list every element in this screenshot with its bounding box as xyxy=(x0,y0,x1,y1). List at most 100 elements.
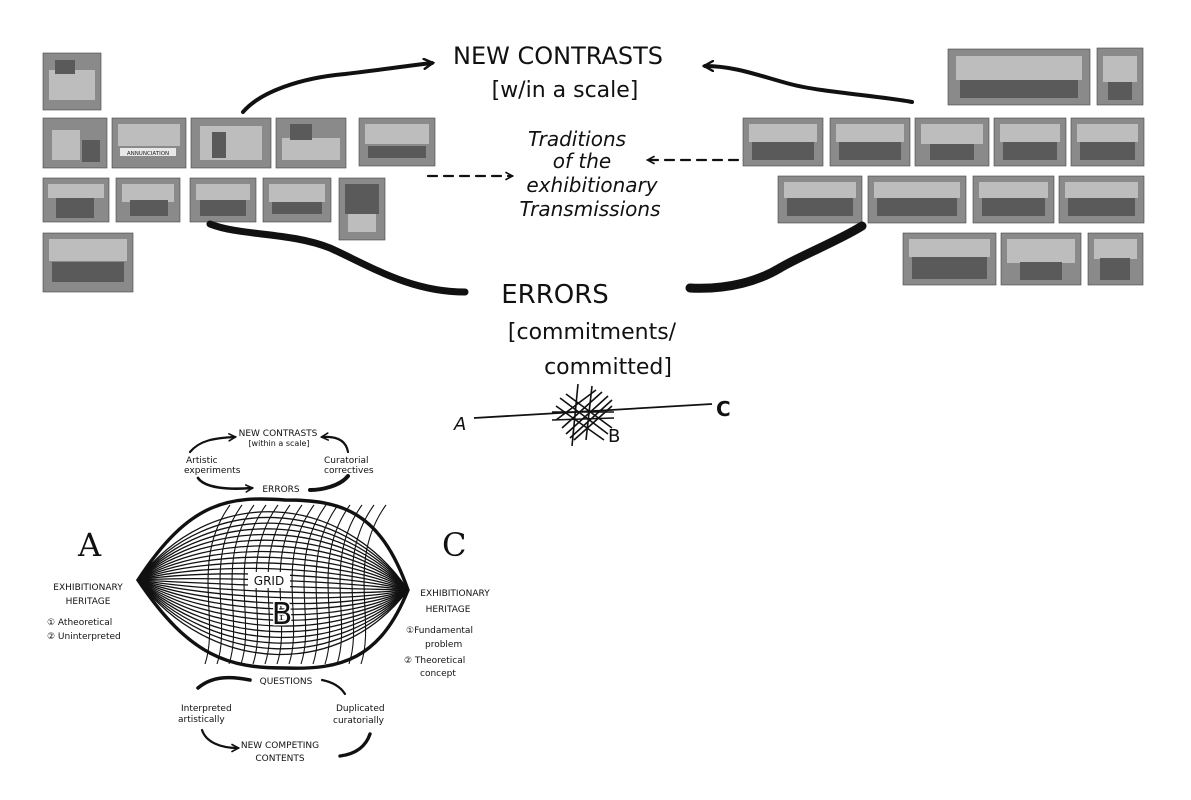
right-photo-cluster xyxy=(742,47,1145,286)
right-heritage-line-1: EXHIBITIONARY xyxy=(420,589,490,599)
left-item-1: ① Atheoretical xyxy=(47,618,112,628)
annunciation-banner: ANNUNCIATION xyxy=(127,151,169,157)
photo-stone-wall xyxy=(190,117,272,169)
lens-cross-strand xyxy=(204,504,231,665)
bottom-arrow-errors-right xyxy=(308,474,350,492)
lens-cross-strand xyxy=(264,504,291,665)
lens-strand xyxy=(137,579,409,633)
lens-cross-strand xyxy=(312,504,339,665)
photo-women-group-2 xyxy=(829,117,911,167)
letter-b: B xyxy=(272,597,293,632)
photo-women-group-4 xyxy=(1070,117,1145,167)
lens-cross-strand xyxy=(336,504,363,665)
right-heritage-line-2: HERITAGE xyxy=(426,605,471,615)
arrow-left-to-errors xyxy=(206,220,469,296)
lens-strand xyxy=(137,567,409,591)
traditions-block: Traditions of the exhibitionary Transmis… xyxy=(519,127,660,221)
photo-float-street xyxy=(115,177,181,223)
photo-women-group-1 xyxy=(742,117,824,167)
bottom-errors: ERRORS xyxy=(262,485,300,495)
lens-cross-strand xyxy=(252,504,279,665)
axis-label-c: C xyxy=(716,397,731,421)
photo-house xyxy=(42,117,108,169)
lens-cross-strand xyxy=(360,504,387,665)
axis-label-a: A xyxy=(453,414,466,435)
lens-strand xyxy=(137,556,409,591)
competing-line-1: NEW COMPETING xyxy=(241,741,319,751)
photo-carnival-float xyxy=(42,232,134,293)
photo-crowd-2 xyxy=(867,175,967,224)
bottom-arrow-top-right xyxy=(322,437,350,454)
lens-strand xyxy=(137,579,409,605)
lens-strand xyxy=(137,579,409,650)
lens-cross-strand xyxy=(348,504,375,665)
lens-cross-strand xyxy=(216,504,243,665)
photo-night-float xyxy=(338,177,386,241)
arrow-right-to-new-contrasts xyxy=(705,66,914,104)
photo-women-group-3 xyxy=(993,117,1067,167)
photo-crowd-4 xyxy=(1058,175,1145,224)
arrow-left-to-new-contrasts xyxy=(241,63,432,114)
traditions-line-1: Traditions xyxy=(528,127,626,151)
left-photo-cluster: ANNUNCIATION xyxy=(42,52,436,293)
photo-crowd-3 xyxy=(972,175,1055,224)
bottom-diagram: NEW CONTRASTS [within a scale] Artistic … xyxy=(47,429,490,764)
lens-strand xyxy=(137,550,409,591)
photo-parade-float-1 xyxy=(42,52,102,111)
hatch-mark xyxy=(551,383,615,447)
lens-strand xyxy=(137,579,409,656)
photo-figure-altar xyxy=(1096,47,1144,106)
lens-strand xyxy=(137,579,409,622)
photo-crowd-5 xyxy=(902,232,997,286)
traditions-line-3: exhibitionary xyxy=(526,173,658,197)
abc-axis: A B C xyxy=(453,383,731,447)
commitments-line-1: [commitments/ xyxy=(508,320,677,345)
right-item-2a: ② Theoretical xyxy=(404,656,465,666)
right-item-1a: ①Fundamental xyxy=(406,626,473,636)
bottom-arrow-competing-right xyxy=(338,732,372,758)
photo-crowd-1 xyxy=(777,175,863,224)
bottom-arrow-errors-left xyxy=(196,476,252,489)
lens-strand xyxy=(137,579,409,644)
grid-label: GRID xyxy=(254,574,284,588)
bottom-within-scale: [within a scale] xyxy=(248,439,309,448)
artistic-experiments-line-1: Artistic xyxy=(186,456,218,466)
lens-strand xyxy=(137,522,409,591)
photo-statue xyxy=(1087,232,1144,286)
bottom-arrow-competing-left xyxy=(200,728,238,748)
lens-strand xyxy=(137,516,409,591)
errors-title: ERRORS xyxy=(501,280,609,310)
photo-altar-group xyxy=(947,48,1091,106)
lens-strand xyxy=(137,579,409,627)
lens-strand xyxy=(137,579,409,594)
lens-strand xyxy=(137,545,409,591)
artistic-experiments-line-2: experiments xyxy=(184,466,241,476)
lens-strand xyxy=(137,579,409,610)
interpreted-line-2: artistically xyxy=(178,715,225,725)
bottom-arrow-top-left xyxy=(188,437,235,454)
lens-strand xyxy=(137,579,409,639)
within-scale-label: [w/in a scale] xyxy=(492,78,639,103)
lens-strand xyxy=(137,528,409,591)
interpreted-line-1: Interpreted xyxy=(181,704,232,714)
duplicated-line-1: Duplicated xyxy=(336,704,385,714)
right-item-1b: problem xyxy=(425,640,462,650)
abc-axis-line xyxy=(473,403,713,419)
lens-cross-strand xyxy=(276,504,303,665)
questions-label: QUESTIONS xyxy=(260,677,313,687)
traditions-line-4: Transmissions xyxy=(519,197,660,221)
lens-strand xyxy=(137,511,409,591)
letter-a: A xyxy=(77,526,102,564)
photo-street-float xyxy=(275,117,347,169)
curatorial-correctives-line-2: correctives xyxy=(324,466,374,476)
left-heritage-line-1: EXHIBITIONARY xyxy=(53,583,123,593)
bottom-new-contrasts: NEW CONTRASTS xyxy=(239,429,318,439)
competing-line-2: CONTENTS xyxy=(255,754,305,764)
lens-strand xyxy=(137,579,409,599)
lens-cross-strand xyxy=(228,504,255,665)
photo-boat-float xyxy=(358,117,436,167)
letter-c: C xyxy=(442,526,466,564)
bottom-arrow-questions-right xyxy=(320,678,347,696)
lens-cross-strand xyxy=(300,504,327,665)
